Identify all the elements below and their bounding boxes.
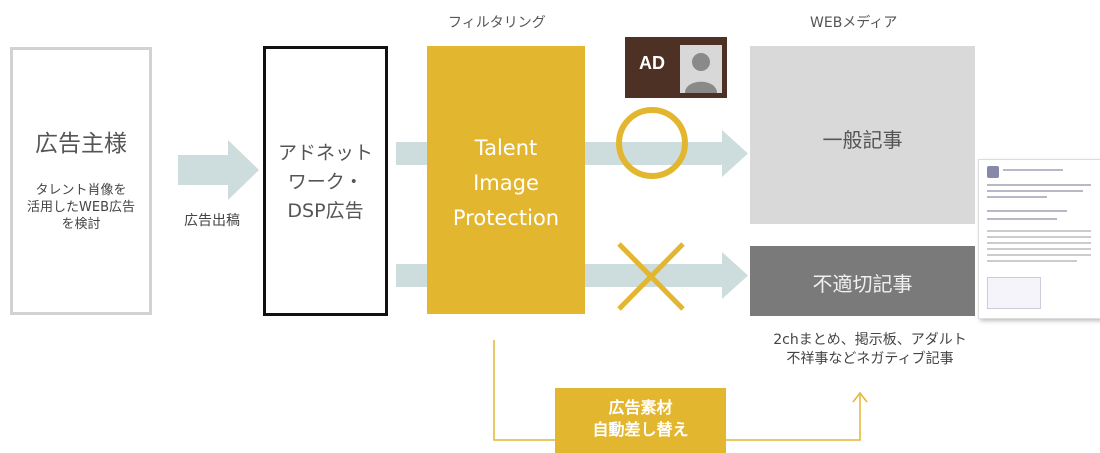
submit-ad-label: 広告出稿 xyxy=(184,213,240,229)
web-article-thumbnail xyxy=(978,159,1100,319)
ad-badge-label: AD xyxy=(639,53,665,73)
tip-line: Talent xyxy=(474,136,538,160)
thumbnail-line xyxy=(987,218,1057,220)
thumbnail-line xyxy=(1003,169,1063,171)
inappropriate-article-label: 不適切記事 xyxy=(812,272,913,296)
arrow-advertiser-to-network xyxy=(178,140,259,200)
thumbnail-line xyxy=(987,190,1083,192)
tip-line: Protection xyxy=(452,206,560,230)
thumbnail-line xyxy=(987,230,1091,232)
ad-material-replacement-box: 広告素材 自動差し替え xyxy=(555,388,726,453)
site-logo-icon xyxy=(987,166,999,178)
tip-line: Image xyxy=(473,171,539,195)
replacement-line: 広告素材 xyxy=(608,398,673,417)
thumbnail-line xyxy=(987,254,1091,256)
talent-image-protection-box: Talent Image Protection xyxy=(427,46,585,314)
thumbnail-line xyxy=(987,184,1091,186)
thumbnail-line xyxy=(987,260,1077,262)
arrow-network-to-filter-bottom xyxy=(396,264,427,287)
advertiser-desc-line: タレント肖像を xyxy=(35,183,127,198)
ad-network-line: アドネット xyxy=(277,142,373,164)
thumbnail-ad-block xyxy=(987,277,1041,309)
ad-network-line: DSP広告 xyxy=(287,200,364,222)
thumbnail-line xyxy=(987,242,1091,244)
person-icon xyxy=(680,45,722,93)
approve-circle-icon xyxy=(616,107,688,179)
advertiser-title: 広告主様 xyxy=(35,131,127,157)
ad-network-text: アドネット ワーク・ DSP広告 xyxy=(266,139,385,226)
reject-cross-icon-b xyxy=(617,242,685,311)
advertiser-box: 広告主様 タレント肖像を 活用したWEB広告 を検討 xyxy=(10,47,152,315)
thumbnail-line xyxy=(987,196,1047,198)
thumbnail-line xyxy=(987,210,1067,212)
web-media-label: WEBメディア xyxy=(810,15,898,31)
general-article-label: 一般記事 xyxy=(822,128,903,152)
replacement-flow-arrowhead xyxy=(852,391,868,403)
arrow-filter-to-inappropriate xyxy=(585,252,748,299)
inappropriate-article-box: 不適切記事 xyxy=(750,246,975,316)
talent-image-protection-text: Talent Image Protection xyxy=(427,131,585,236)
advertiser-desc-line: 活用したWEB広告 xyxy=(27,200,135,215)
advertiser-desc-line: を検討 xyxy=(61,217,101,232)
advertiser-description: タレント肖像を 活用したWEB広告 を検討 xyxy=(13,182,149,233)
ad-material-replacement-text: 広告素材 自動差し替え xyxy=(555,397,726,441)
arrow-filter-to-general xyxy=(585,130,748,177)
thumbnail-line xyxy=(987,248,1091,250)
inappropriate-desc-line: 2chまとめ、掲示板、アダルト xyxy=(773,332,967,348)
inappropriate-desc-line: 不祥事などネガティブ記事 xyxy=(786,351,954,367)
arrow-network-to-filter-top xyxy=(396,142,427,165)
general-article-box: 一般記事 xyxy=(750,46,975,224)
filtering-label: フィルタリング xyxy=(448,15,546,31)
thumbnail-line xyxy=(987,236,1091,238)
inappropriate-article-description: 2chまとめ、掲示板、アダルト 不祥事などネガティブ記事 xyxy=(735,331,1005,369)
ad-network-box: アドネット ワーク・ DSP広告 xyxy=(263,46,388,316)
ad-network-line: ワーク・ xyxy=(287,171,364,193)
ad-badge: AD xyxy=(625,37,727,98)
replacement-line: 自動差し替え xyxy=(592,420,689,439)
